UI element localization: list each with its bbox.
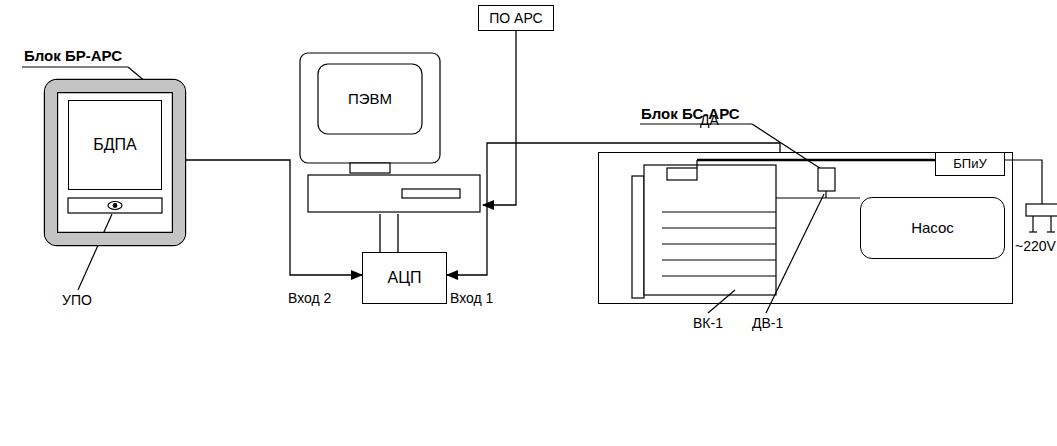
heading-underline: [22, 66, 128, 67]
pump-box: Насос: [860, 197, 1005, 259]
leader-line: [766, 194, 824, 313]
adc-box: АЦП: [362, 252, 447, 304]
software-box: ПО АРС: [478, 5, 554, 31]
plug-pin: [1032, 216, 1033, 232]
upo-symbol: [108, 202, 122, 210]
callout-label: УПО: [62, 292, 92, 308]
box-label: БПиУ: [953, 157, 986, 172]
callout-label: ВК-1: [693, 315, 723, 331]
connector: [447, 143, 780, 275]
computer: ПЭВМ: [298, 52, 483, 214]
tube: [776, 197, 860, 198]
box-label: Насос: [911, 219, 954, 236]
box-label: АЦП: [387, 269, 421, 287]
upo-strip: [68, 198, 162, 213]
computer-outline: [298, 52, 483, 214]
vk1-panel: [632, 176, 644, 298]
detector-box: БДПА: [68, 100, 162, 190]
power-cable: [1005, 160, 1042, 204]
callout-label: ~220V: [1015, 238, 1056, 254]
plug-pin: [1050, 216, 1051, 232]
tube: [696, 160, 697, 168]
box-label: БДПА: [93, 136, 137, 154]
callout-label: ДА: [700, 112, 719, 128]
unit-housing: Блок БР-АРСБДПА: [45, 80, 185, 245]
connector: [380, 214, 398, 252]
vk1-cassette: [644, 165, 776, 295]
unit-heading: Блок БР-АРС: [24, 47, 122, 64]
da-sensor: [667, 168, 697, 180]
dv1-sensor: [818, 168, 835, 191]
unit-heading: Блок БС-АРС: [641, 105, 740, 122]
unit-housing: Блок БС-АРСБПиУНасос: [598, 152, 1013, 304]
leader-line: [708, 290, 735, 313]
box-label: ПО АРС: [489, 10, 542, 26]
callout-label: ДВ-1: [752, 315, 783, 331]
upo-symbol-pupil: [113, 204, 117, 208]
power-plug: [1026, 204, 1057, 216]
input-label: Вход 2: [288, 290, 331, 306]
heading-underline: [640, 123, 752, 124]
tube: [825, 191, 826, 198]
tube: [697, 159, 935, 161]
leader-line: [78, 214, 112, 290]
connector: [483, 31, 516, 205]
input-label: Вход 1: [450, 290, 493, 306]
screen-label: ПЭВМ: [348, 90, 392, 107]
power-control-box: БПиУ: [935, 152, 1005, 176]
